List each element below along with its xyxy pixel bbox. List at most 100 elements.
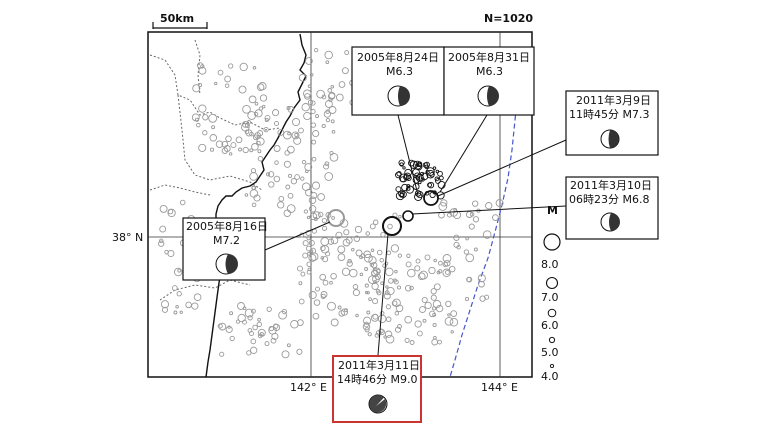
epicenter-dot [224,83,230,88]
epicenter-dot [323,110,332,118]
epicenter-dot [342,238,351,247]
epicenter-dot [432,312,437,317]
epicenter-dot [343,229,350,236]
epicenter-dot [385,304,391,310]
epicenter-dot [482,230,492,239]
epicenter-dot [160,300,170,309]
epicenter-dot [303,209,309,214]
legend-mag-6: 6.0 [541,319,559,332]
epicenter-dot [363,250,371,259]
epicenter-dot [344,50,350,56]
epicenter-dot [324,50,333,60]
epicenter-dot [319,273,327,281]
event-box-2005-08-16: 2005年8月16日 M7.2 [182,217,268,281]
epicenter-dot [385,285,389,289]
epicenter-dot [179,199,186,206]
epicenter-dot [317,193,325,201]
epicenter-dot [391,300,398,307]
epicenter-dot [284,150,290,156]
scale-bar-label: 50km [160,12,194,25]
epicenter-dot [290,178,298,185]
epicenter-dot [395,186,402,193]
epicenter-dot [217,323,223,329]
epicenter-dot [330,272,337,280]
epicenter-dot [266,306,272,312]
epicenter-dot [322,279,329,286]
epicenter-dot [305,169,309,174]
epicenter-dot [283,209,292,217]
epicenter-dot [437,170,443,177]
epicenter-dot [427,182,432,188]
epicenter-dot [307,84,312,89]
epicenter-dot [362,322,371,331]
epicenter-dot [376,249,383,256]
epicenter-dot [192,84,201,93]
epicenter-dot [266,172,271,177]
epicenter-dot [432,322,437,328]
epicenter-dot [310,122,317,128]
epicenter-dot [426,167,435,176]
epicenter-dot [385,316,392,323]
epicenter-dot [251,143,259,151]
epicenter-dot [249,148,254,153]
epicenter-dot [380,281,384,286]
epicenter-dot [256,140,261,146]
epicenter-dot [364,290,369,295]
epicenter-dot [395,171,402,179]
beachball-icon [600,129,620,149]
epicenter-dot [383,335,387,339]
event-count: N=1020 [484,12,533,25]
epicenter-dot [397,324,402,329]
epicenter-dot [437,180,446,189]
epicenter-dot [173,310,178,315]
epicenter-dot [224,75,231,83]
epicenter-dot [340,308,349,316]
epicenter-dot [229,311,234,316]
epicenter-dot [335,231,343,239]
epicenter-dot [379,311,385,316]
epicenter-dot [288,173,293,178]
epicenter-dot [200,64,205,69]
epicenter-dot [398,190,405,197]
epicenter-dot [414,192,423,201]
epicenter-dot [257,149,262,154]
epicenter-dot [404,168,412,177]
epicenter-dot [394,269,398,274]
epicenter-dot [327,92,336,100]
epicenter-dot [287,145,295,154]
epicenter-dot [307,251,311,256]
epicenter-dot [254,101,259,106]
beachball-icon [215,253,238,275]
epicenter-dot [477,274,486,283]
epicenter-dot [323,163,330,170]
epicenter-dot [385,334,395,344]
lon-label-144e: 144° E [481,381,518,394]
epicenter-dot [416,191,424,199]
epicenter-dot [392,298,401,308]
epicenter-dot [442,268,451,278]
epicenter-dot [267,171,275,178]
epicenter-dot [167,249,175,258]
epicenter-dot [176,291,182,297]
epicenter-dot [341,67,349,75]
epicenter-dot [337,305,342,310]
event-date: 2011年3月9日 [576,93,651,107]
epicenter-dot [346,260,353,267]
prefecture-borders [149,39,281,301]
event-date: 2005年8月16日 [186,219,268,233]
magnitude-legend: M 8.0 7.0 6.0 5.0 4.0 [541,204,561,383]
epicenter-dot [464,296,470,302]
epicenter-dot [465,236,469,241]
epicenter-dot [309,252,319,261]
epicenter-dot [375,330,382,336]
event-mag: M7.2 [213,234,240,247]
epicenter-dot [254,109,263,118]
epicenter-dot [308,196,317,204]
lat-label-38n: 38° N [112,231,143,244]
epicenter-dot [309,72,314,77]
epicenter-dot [321,217,328,224]
epicenter-dot [324,172,334,181]
epicenter-m68 [402,210,414,222]
epicenter-dot [211,125,216,130]
epicenter-dot [448,265,456,273]
